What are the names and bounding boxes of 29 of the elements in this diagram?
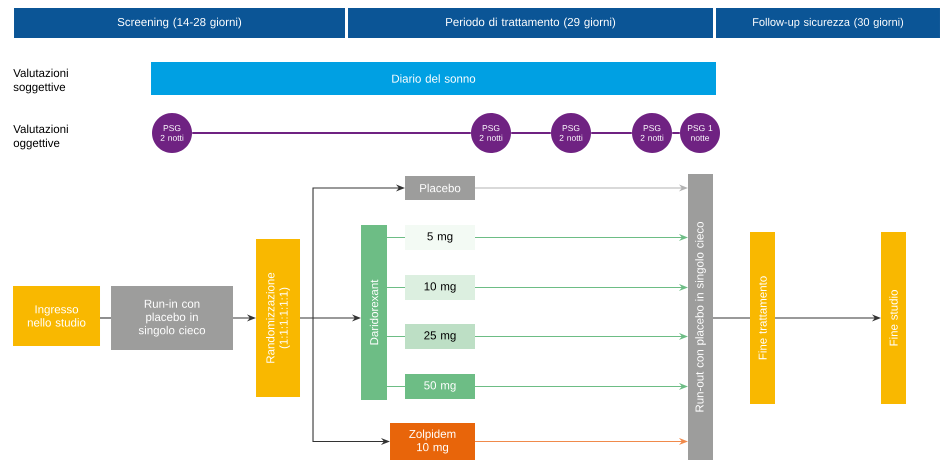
drug-bar: Daridorexant — [361, 225, 387, 400]
connector-line — [713, 317, 750, 319]
connector-line — [591, 132, 632, 134]
dose-box: 50 mg — [405, 374, 475, 399]
connector-line — [387, 386, 405, 388]
dose-box: 25 mg — [405, 324, 475, 349]
row-label: Valutazioni soggettive — [13, 68, 68, 94]
process-bar: Run-out con placebo in singolo cieco — [688, 174, 713, 460]
process-box: Ingresso nello studio — [13, 286, 100, 346]
phase-header: Follow-up sicurezza (30 giorni) — [716, 8, 940, 38]
connector-line — [511, 132, 551, 134]
arm-box: Zolpidem 10 mg — [390, 423, 475, 460]
process-box: Run-in con placebo in singolo cieco — [111, 286, 233, 350]
connector-line — [387, 236, 405, 238]
dose-box: 10 mg — [405, 275, 475, 300]
process-bar: Fine studio — [881, 232, 906, 404]
diary-bar: Diario del sonno — [151, 62, 716, 95]
connector-line — [387, 286, 405, 288]
dose-box: 5 mg — [405, 225, 475, 250]
connector-line — [192, 132, 471, 134]
phase-header: Screening (14-28 giorni) — [14, 8, 345, 38]
phase-header: Periodo di trattamento (29 giorni) — [348, 8, 713, 38]
process-bar: Randomizzazione (1:1:1:1:1:1) — [256, 239, 300, 397]
connector-line — [387, 336, 405, 338]
process-bar: Fine trattamento — [750, 232, 775, 404]
connector-line — [672, 132, 680, 134]
row-label: Valutazioni oggettive — [13, 124, 68, 150]
arm-box: Placebo — [405, 176, 475, 200]
connector-line — [100, 317, 111, 319]
